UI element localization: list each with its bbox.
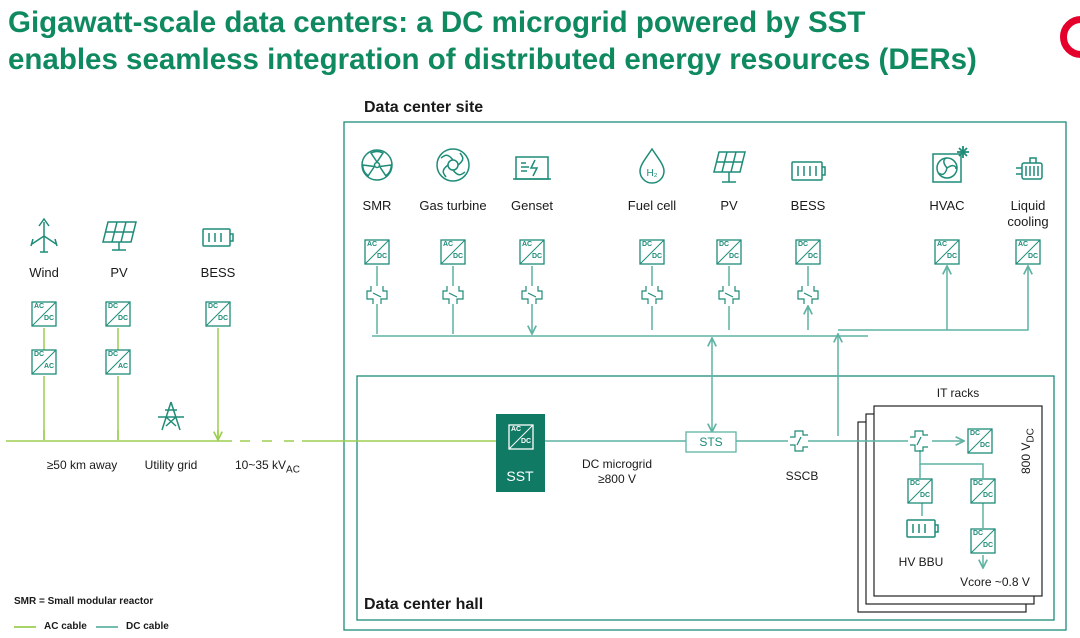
svg-text:H₂: H₂ (646, 168, 657, 179)
source-label-smr: SMR (362, 198, 392, 213)
converter-output-text: DC (980, 442, 991, 449)
converter-output-text: DC (453, 253, 464, 260)
hvac-fan-icon (932, 146, 969, 183)
sst-block (496, 414, 545, 492)
converter-input-text: AC (937, 241, 948, 248)
converter-input-text: DC (642, 241, 653, 248)
site-label: Data center site (364, 99, 484, 116)
hall-label: Data center hall (364, 596, 484, 613)
converter-input-text: AC (367, 241, 378, 248)
battery-icon-ext (202, 228, 234, 247)
brand-logo (1060, 16, 1080, 58)
battery-icon (791, 161, 826, 181)
pump-icon (1016, 157, 1043, 180)
transmission-tower-icon (158, 401, 184, 431)
vcore-label: Vcore ~0.8 V (960, 575, 1030, 589)
converter-output-text: DC (652, 253, 663, 260)
converter-input-text: DC (973, 480, 984, 487)
genset-icon (513, 156, 551, 180)
converter-input-text: DC (910, 480, 921, 487)
sst-label: SST (506, 468, 534, 484)
hv-bbu-battery-icon (906, 519, 939, 538)
converter-output-text: DC (983, 492, 994, 499)
it-racks-label: IT racks (936, 386, 980, 400)
title-line-1: Gigawatt-scale data centers: a DC microg… (8, 6, 866, 39)
converter-input-text: DC (108, 303, 119, 310)
rack-voltage-label: 800 VDC (1019, 428, 1037, 474)
converter-input-text: AC (34, 303, 45, 310)
converter-output-text: DC (947, 253, 958, 260)
breakers (366, 285, 929, 452)
hall-frame (356, 375, 1055, 621)
source-label-bess: BESS (790, 198, 826, 213)
converter-output-text: DC (729, 253, 740, 260)
solar-panel-icon-ext (102, 221, 137, 251)
utility-grid-label: Utility grid (144, 458, 198, 472)
converter-input-text: DC (34, 351, 45, 358)
legend-ac-cable: AC cable (44, 621, 87, 632)
fuel-cell-icon: H₂ (639, 147, 665, 184)
sts-label: STS (699, 435, 723, 449)
sscb-label: SSCB (785, 469, 819, 483)
nuclear-icon (361, 149, 393, 181)
converter-output-text: DC (118, 315, 129, 322)
legend-smr-note: SMR = Small modular reactor (14, 596, 154, 607)
source-label-genset: Genset (511, 198, 553, 213)
sts-box (685, 431, 737, 453)
turbine-icon (436, 148, 470, 182)
converter-output-text: DC (983, 542, 994, 549)
converter-output-text: DC (920, 492, 931, 499)
it-racks-stack (857, 405, 1043, 613)
ext-label-wind: Wind (29, 265, 59, 280)
wind-turbine-icon (30, 217, 58, 253)
source-label-fuel-cell: Fuel cell (627, 198, 677, 213)
hv-bbu-label: HV BBU (898, 555, 944, 569)
solar-panel-icon (713, 151, 746, 183)
converter-input-text: DC (973, 530, 984, 537)
converter-input-text: AC (511, 426, 522, 433)
microgrid-label: DC microgrid≥800 V (581, 457, 653, 486)
converter-input-text: AC (443, 241, 454, 248)
ac-cables (6, 328, 498, 441)
source-label-gas-turbine: Gas turbine (419, 198, 487, 213)
converter-input-text: DC (108, 351, 119, 358)
converter-input-text: DC (719, 241, 730, 248)
ext-label-pv: PV (110, 265, 128, 280)
grid-distance-label: ≥50 km away (46, 458, 118, 472)
converter-output-text: DC (44, 315, 55, 322)
converter-output-text: AC (118, 363, 129, 370)
grid-voltage-label: 10~35 kVAC (235, 458, 300, 476)
converter-input-text: DC (208, 303, 219, 310)
converter-input-text: AC (1018, 241, 1029, 248)
converter-output-text: DC (808, 253, 819, 260)
page-title: Gigawatt-scale data centers: a DC microg… (8, 4, 1068, 78)
converter-input-text: DC (798, 241, 809, 248)
legend-dc-cable: DC cable (126, 621, 169, 632)
converter-output-text: DC (532, 253, 543, 260)
load-label-hvac: HVAC (929, 198, 965, 213)
converter-output-text: DC (1028, 253, 1039, 260)
site-frame (343, 121, 1067, 631)
converter-output-text: DC (377, 253, 388, 260)
converter-output-text: AC (44, 363, 55, 370)
converter-output-text: DC (218, 315, 229, 322)
converter-input-text: AC (522, 241, 533, 248)
ext-label-bess: BESS (200, 265, 236, 280)
source-label-pv: PV (720, 198, 738, 213)
dc-microgrid-line (545, 441, 983, 568)
title-line-2: enables seamless integration of distribu… (8, 43, 977, 76)
converter-output-text: DC (521, 438, 532, 445)
converter-input-text: DC (970, 430, 981, 437)
